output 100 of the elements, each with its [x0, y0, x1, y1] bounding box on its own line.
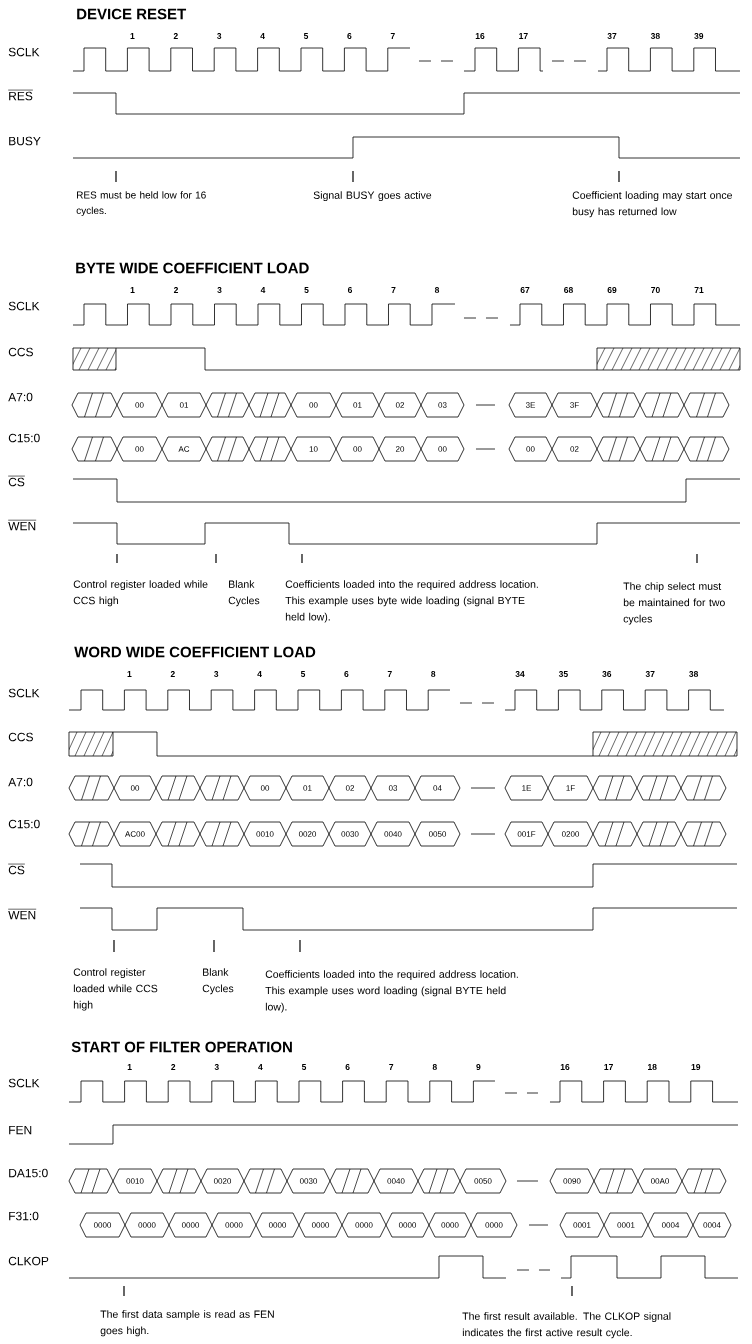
- bus-value-cell: 03: [370, 775, 416, 801]
- cycle-number: 17: [519, 33, 528, 39]
- bus-value-cell: 0030: [286, 1168, 331, 1194]
- cycle-number: 36: [602, 671, 612, 677]
- bus-value-cell: 0050: [459, 1168, 507, 1194]
- cycle-number: 1: [130, 33, 135, 39]
- bus-value-cell: 00: [420, 436, 465, 462]
- bus-value-cell: 0000: [298, 1212, 343, 1238]
- annotation-text: The first result available. The CLKOP signal indicates the first active result cycle.: [462, 1312, 671, 1339]
- bus-value-cell: 0020: [285, 821, 330, 847]
- bus-value-cell: 3F: [551, 392, 598, 418]
- cycle-number: 1: [130, 287, 135, 293]
- cycle-number: 3: [217, 287, 222, 294]
- annotation-text: Signal BUSY goes active: [313, 191, 432, 201]
- annotation-text: The chip select must be maintained for two cycles: [623, 582, 725, 625]
- bus-value-cell: 0000: [428, 1212, 472, 1238]
- bus-value-cell: 00: [335, 436, 380, 462]
- cycle-number: 17: [604, 1064, 613, 1070]
- cycle-number: 1: [127, 671, 132, 677]
- bus-value-cell: 00: [290, 392, 337, 418]
- bus-value-cell: 0001: [603, 1212, 649, 1238]
- cycle-number: 16: [475, 33, 485, 39]
- signal-name: FEN: [9, 1125, 32, 1135]
- bus-value-cell: 04: [414, 775, 461, 801]
- bus-value-cell: 03: [420, 392, 465, 418]
- bus-value-cell: AC: [161, 436, 207, 462]
- signal-name: WEN: [7, 519, 37, 531]
- bus-value-cell: 02: [378, 392, 422, 418]
- section-heading: START OF FILTER OPERATION: [71, 1041, 292, 1053]
- signal-name: CCS: [8, 347, 33, 357]
- bus-value-cell: 0030: [328, 821, 372, 847]
- signal-name: RES: [7, 89, 34, 101]
- bus-value-cell: 00: [508, 436, 553, 462]
- bus-value-cell: 0001: [559, 1212, 605, 1238]
- annotation-text: Control register loaded while CCS high: [73, 968, 158, 1011]
- bus-value-cell: 0010: [243, 821, 287, 847]
- section-heading: DEVICE RESET: [77, 8, 187, 20]
- bus-value-cell: 01: [285, 775, 330, 801]
- bus-value-cell: 00: [243, 775, 287, 801]
- bus-value-cell: 0000: [79, 1212, 126, 1238]
- bus-value-cell: 0000: [385, 1212, 430, 1238]
- bus-value-cell: 0040: [373, 1168, 419, 1194]
- cycle-number: 6: [345, 1064, 350, 1070]
- cycle-number: 8: [431, 671, 436, 677]
- annotation-text: Blank Cycles: [202, 968, 234, 995]
- bus-value-cell: AC00: [113, 821, 157, 847]
- cycle-number: 7: [390, 33, 395, 39]
- bus-value-cell: 0090: [549, 1168, 595, 1194]
- signal-name: CLKOP: [8, 1256, 49, 1266]
- cycle-number: 2: [173, 287, 179, 293]
- signal-name: A7:0: [8, 777, 33, 787]
- bus-value-cell: 0000: [255, 1212, 300, 1238]
- cycle-number: 5: [301, 1064, 307, 1070]
- bus-value-cell: 0020: [200, 1168, 245, 1194]
- signal-name: C15:0: [8, 819, 40, 829]
- bus-value-cell: 0004: [647, 1212, 694, 1238]
- signal-name: CS: [7, 475, 26, 487]
- bus-value-cell: 0000: [124, 1212, 170, 1238]
- bus-value-cell: 02: [328, 775, 372, 801]
- signal-name: SCLK: [8, 688, 40, 698]
- cycle-number: 37: [607, 33, 617, 40]
- signal-name: SCLK: [8, 1078, 40, 1088]
- signal-name: DA15:0: [9, 1168, 48, 1178]
- bus-value-cell: 00: [116, 392, 163, 418]
- bus-value-cell: 001F: [504, 821, 549, 847]
- cycle-number: 4: [257, 671, 262, 677]
- cycle-number: 37: [645, 671, 655, 677]
- annotation-text: Coefficients loaded into the required address location. This example uses word loading (signal BYTE held low).: [265, 970, 518, 1013]
- annotation-text: The first data sample is read as FEN goes high.: [100, 1310, 274, 1337]
- cycle-number: 5: [300, 671, 306, 677]
- bus-value-cell: 0000: [211, 1212, 257, 1238]
- bus-value-cell: 00: [116, 436, 163, 462]
- cycle-number: 19: [691, 1064, 701, 1070]
- cycle-number: 8: [434, 287, 440, 293]
- cycle-number: 67: [520, 287, 530, 293]
- bus-value-cell: 20: [378, 436, 422, 462]
- bus-value-cell: 3E: [508, 392, 553, 418]
- bus-value-cell: 0200: [547, 821, 594, 847]
- annotation-text: RES must be held low for 16 cycles.: [76, 191, 206, 217]
- signal-name: CS: [7, 863, 26, 875]
- bus-value-cell: 0004: [692, 1212, 732, 1238]
- cycle-number: 39: [694, 33, 704, 40]
- cycle-number: 2: [173, 33, 178, 39]
- cycle-number: 2: [170, 671, 175, 677]
- cycle-number: 7: [389, 1064, 394, 1070]
- section-heading: BYTE WIDE COEFFICIENT LOAD: [76, 262, 309, 274]
- annotation-text: Coefficients loaded into the required address location. This example uses byte wide loading (signal BYTE held low).: [285, 580, 538, 623]
- bus-value-cell: 01: [161, 392, 207, 418]
- cycle-number: 5: [304, 287, 309, 293]
- signal-name: F31:0: [9, 1211, 39, 1221]
- cycle-number: 35: [558, 671, 568, 677]
- signal-name: BUSY: [9, 136, 41, 146]
- cycle-number: 34: [515, 671, 525, 677]
- cycle-number: 4: [260, 287, 266, 293]
- cycle-number: 5: [303, 33, 309, 39]
- section-heading: WORD WIDE COEFFICIENT LOAD: [74, 646, 316, 658]
- cycle-number: 4: [260, 33, 265, 39]
- cycle-number: 69: [607, 287, 617, 293]
- signal-name: CCS: [8, 732, 33, 742]
- annotation-text: Control register loaded while CCS high: [73, 580, 208, 607]
